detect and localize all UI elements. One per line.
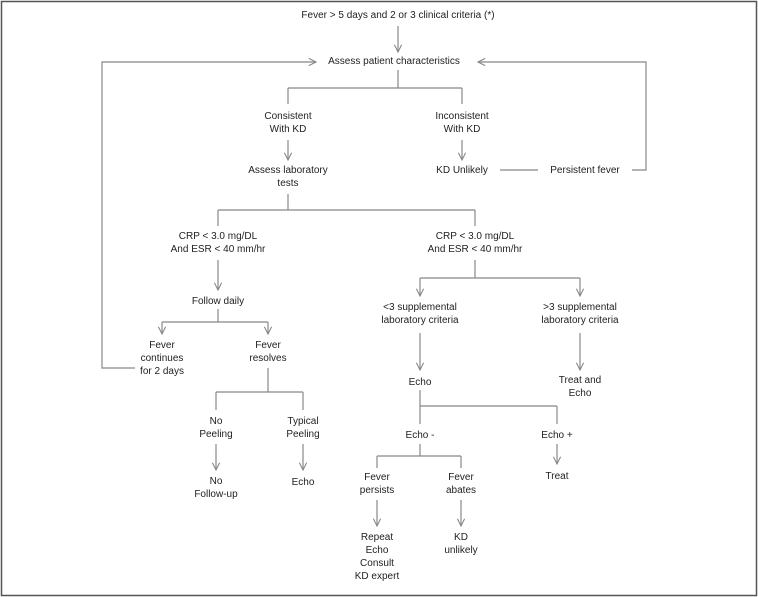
node-crp-right-line1: CRP < 3.0 mg/DL xyxy=(435,231,515,242)
node-crp-left: CRP < 3.0 mg/DL And ESR < 40 mm/hr xyxy=(171,230,266,256)
node-kd-unlikely-bottom: KD unlikely xyxy=(444,531,477,557)
node-fever-persists-line2: persists xyxy=(359,485,395,496)
node-repeat-echo: Repeat Echo Consult KD expert xyxy=(355,531,399,583)
node-assess-lab-line2: tests xyxy=(277,178,299,189)
node-consistent-line1: Consistent xyxy=(264,111,312,122)
arrow-continues-loop xyxy=(101,62,316,369)
node-treat-line1: Treat xyxy=(545,471,569,482)
node-echo-mid: Echo xyxy=(409,376,432,389)
node-lt3-criteria-line1: <3 supplemental xyxy=(383,302,457,313)
node-fever-abates-line2: abates xyxy=(445,485,477,496)
node-repeat-echo-line2: Echo xyxy=(365,545,389,556)
node-consistent: Consistent With KD xyxy=(264,110,311,136)
node-fever-persists-line1: Fever xyxy=(364,472,390,483)
node-no-followup-line2: Follow-up xyxy=(194,489,238,500)
node-kd-unlikely-bottom-line2: unlikely xyxy=(444,545,478,556)
node-treat-and-echo-line1: Treat and xyxy=(558,375,602,386)
node-echo-plus-line1: Echo + xyxy=(541,430,573,441)
node-repeat-echo-line4: KD expert xyxy=(354,571,400,582)
node-no-peeling-line2: Peeling xyxy=(199,429,233,440)
node-inconsistent: Inconsistent With KD xyxy=(435,110,488,136)
node-persistent-fever-line1: Persistent fever xyxy=(550,165,620,176)
node-no-followup: No Follow-up xyxy=(194,475,237,501)
node-no-peeling: No Peeling xyxy=(199,415,232,441)
node-kd-unlikely-bottom-line1: KD xyxy=(454,532,468,543)
node-inconsistent-line1: Inconsistent xyxy=(435,111,489,122)
node-assess-patient-line1: Assess patient characteristics xyxy=(328,56,460,67)
node-kd-unlikely-top: KD Unlikely xyxy=(436,164,488,177)
node-inconsistent-line2: With KD xyxy=(443,124,481,135)
node-treat-and-echo: Treat and Echo xyxy=(559,374,601,400)
node-echo-mid-line1: Echo xyxy=(408,377,432,388)
node-fever-resolves-line1: Fever xyxy=(255,340,281,351)
node-persistent-fever: Persistent fever xyxy=(550,164,619,177)
node-repeat-echo-line3: Consult xyxy=(360,558,394,569)
node-echo-left: Echo xyxy=(292,476,315,489)
node-fever-continues: Fever continues for 2 days xyxy=(140,339,184,378)
node-echo-minus: Echo - xyxy=(406,429,435,442)
node-fever-resolves-line2: resolves xyxy=(249,353,287,364)
node-crp-right: CRP < 3.0 mg/DL And ESR < 40 mm/hr xyxy=(428,230,523,256)
node-start: Fever > 5 days and 2 or 3 clinical crite… xyxy=(301,9,494,22)
node-fever-continues-line3: for 2 days xyxy=(140,366,184,377)
node-typical-peeling-line1: Typical xyxy=(287,416,319,427)
node-fever-abates-line1: Fever xyxy=(448,472,474,483)
node-no-peeling-line1: No xyxy=(209,416,223,427)
node-treat-and-echo-line2: Echo xyxy=(568,388,592,399)
node-crp-right-line2: And ESR < 40 mm/hr xyxy=(427,244,523,255)
arrow-persistent-loop xyxy=(478,62,647,171)
node-echo-left-line1: Echo xyxy=(291,477,315,488)
node-fever-continues-line2: continues xyxy=(140,353,184,364)
node-assess-patient: Assess patient characteristics xyxy=(328,55,460,68)
node-echo-minus-line1: Echo - xyxy=(405,430,435,441)
node-follow-daily-line1: Follow daily xyxy=(191,296,245,307)
node-fever-continues-line1: Fever xyxy=(149,340,175,351)
node-treat: Treat xyxy=(546,470,569,483)
node-typical-peeling: Typical Peeling xyxy=(286,415,319,441)
node-echo-plus: Echo + xyxy=(541,429,572,442)
node-follow-daily: Follow daily xyxy=(192,295,244,308)
node-no-followup-line1: No xyxy=(209,476,223,487)
node-crp-left-line1: CRP < 3.0 mg/DL xyxy=(178,231,258,242)
node-gt3-criteria: >3 supplemental laboratory criteria xyxy=(541,301,618,327)
node-kd-unlikely-top-line1: KD Unlikely xyxy=(436,165,488,176)
node-consistent-line2: With KD xyxy=(269,124,307,135)
node-fever-abates: Fever abates xyxy=(446,471,476,497)
node-gt3-criteria-line1: >3 supplemental xyxy=(543,302,617,313)
node-assess-lab-line1: Assess laboratory xyxy=(248,165,328,176)
node-fever-persists: Fever persists xyxy=(360,471,394,497)
node-fever-resolves: Fever resolves xyxy=(249,339,286,365)
node-assess-lab: Assess laboratory tests xyxy=(248,164,327,190)
node-typical-peeling-line2: Peeling xyxy=(286,429,320,440)
node-start-line1: Fever > 5 days and 2 or 3 clinical crite… xyxy=(301,10,495,21)
node-repeat-echo-line1: Repeat xyxy=(360,532,394,543)
node-crp-left-line2: And ESR < 40 mm/hr xyxy=(170,244,266,255)
node-gt3-criteria-line2: laboratory criteria xyxy=(541,315,619,326)
node-lt3-criteria: <3 supplemental laboratory criteria xyxy=(381,301,458,327)
node-lt3-criteria-line2: laboratory criteria xyxy=(381,315,459,326)
